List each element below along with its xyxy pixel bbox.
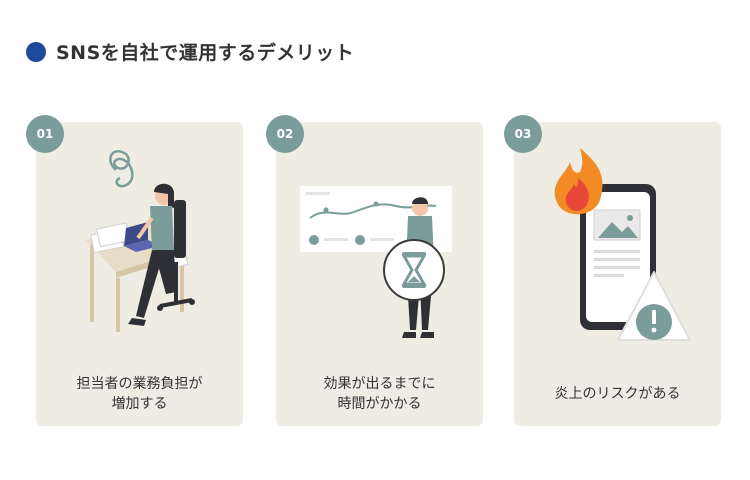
phone-fire-warning-illustration (554, 148, 691, 341)
heading-bullet-icon (26, 41, 46, 62)
waiting-person-illustration (300, 186, 452, 338)
card-workload: 担当者の業務負担が 増加する (36, 122, 243, 426)
overworked-person-illustration (86, 150, 195, 332)
card-time: 効果が出るまでに 時間がかかる (276, 122, 483, 426)
card-caption: 炎上のリスクがある (554, 386, 681, 402)
section-heading: SNSを自社で運用するデメリット (26, 38, 354, 65)
card-number-badge: 01 (26, 115, 64, 153)
page-title: SNSを自社で運用するデメリット (56, 42, 355, 64)
card-number-badge: 03 (504, 115, 542, 153)
card-number-badge: 02 (266, 115, 304, 153)
card-caption: 効果が出るまでに 時間がかかる (323, 376, 436, 412)
card-risk: 炎上のリスクがある (514, 122, 721, 426)
card-caption: 担当者の業務負担が 増加する (76, 376, 203, 412)
